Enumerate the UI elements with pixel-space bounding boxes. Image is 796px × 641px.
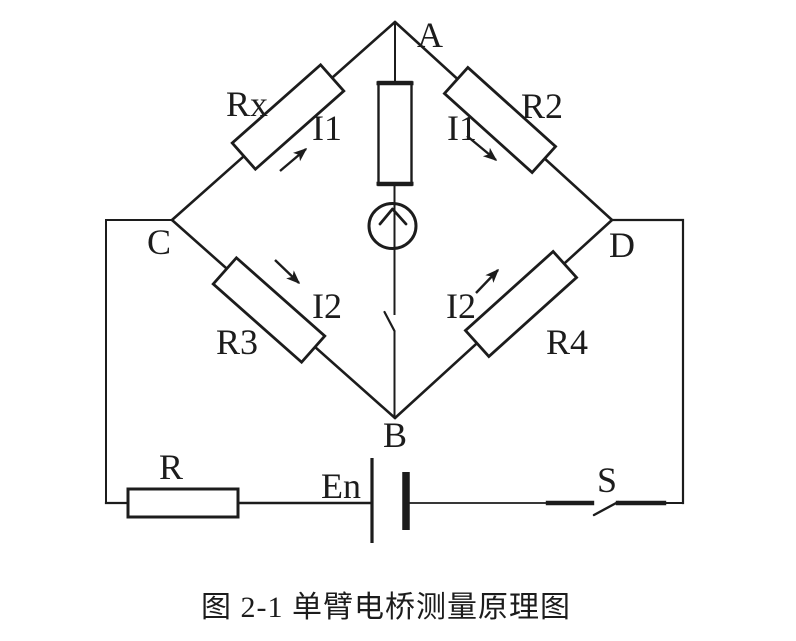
current-arrows	[274, 135, 500, 294]
current-arrow-top-right	[466, 135, 498, 161]
switch-label: S	[597, 460, 617, 500]
galvanometer-branch	[367, 22, 418, 418]
outer-loop-wiring	[104, 218, 685, 506]
battery-icon	[370, 458, 410, 543]
current-label-i2-right: I2	[446, 286, 476, 326]
resistor-r-body	[126, 487, 240, 519]
node-label-b: B	[383, 415, 407, 455]
wire-right	[610, 218, 685, 505]
resistor-label-rx: Rx	[226, 84, 268, 124]
current-arrow-bottom-left	[274, 259, 301, 285]
switch-blade	[592, 500, 620, 517]
resistor-r3-body	[211, 255, 327, 365]
resistor-label-r4: R4	[546, 322, 588, 362]
current-arrow-bottom-right	[475, 268, 500, 294]
resistor-r4-body	[463, 249, 579, 359]
node-label-c: C	[147, 222, 171, 262]
galvanometer-icon	[367, 202, 418, 250]
current-label-i1-left: I1	[312, 108, 342, 148]
current-label-i1-right: I1	[447, 108, 477, 148]
switch-icon	[592, 500, 620, 517]
node-label-d: D	[609, 225, 635, 265]
battery-label: En	[321, 466, 361, 506]
galvanometer-resistor-body	[377, 80, 413, 187]
resistor-label-r3: R3	[216, 322, 258, 362]
resistor-label-r: R	[159, 447, 183, 487]
resistor-rx-body	[230, 62, 346, 172]
bridge-resistors	[211, 62, 579, 365]
current-arrow-top-left	[279, 148, 308, 172]
galvanometer-switch-blade	[383, 310, 396, 333]
node-label-a: A	[417, 15, 443, 55]
figure-caption: 图 2-1 单臂电桥测量原理图	[201, 591, 571, 624]
wire-left	[105, 219, 173, 504]
galvanometer-circle	[367, 202, 418, 250]
galvanometer-needle-arrowhead	[378, 207, 408, 226]
resistor-r2-body	[442, 65, 558, 175]
resistor-label-r2: R2	[521, 86, 563, 126]
galvanometer-switch-icon	[383, 310, 396, 333]
current-label-i2-left: I2	[312, 286, 342, 326]
